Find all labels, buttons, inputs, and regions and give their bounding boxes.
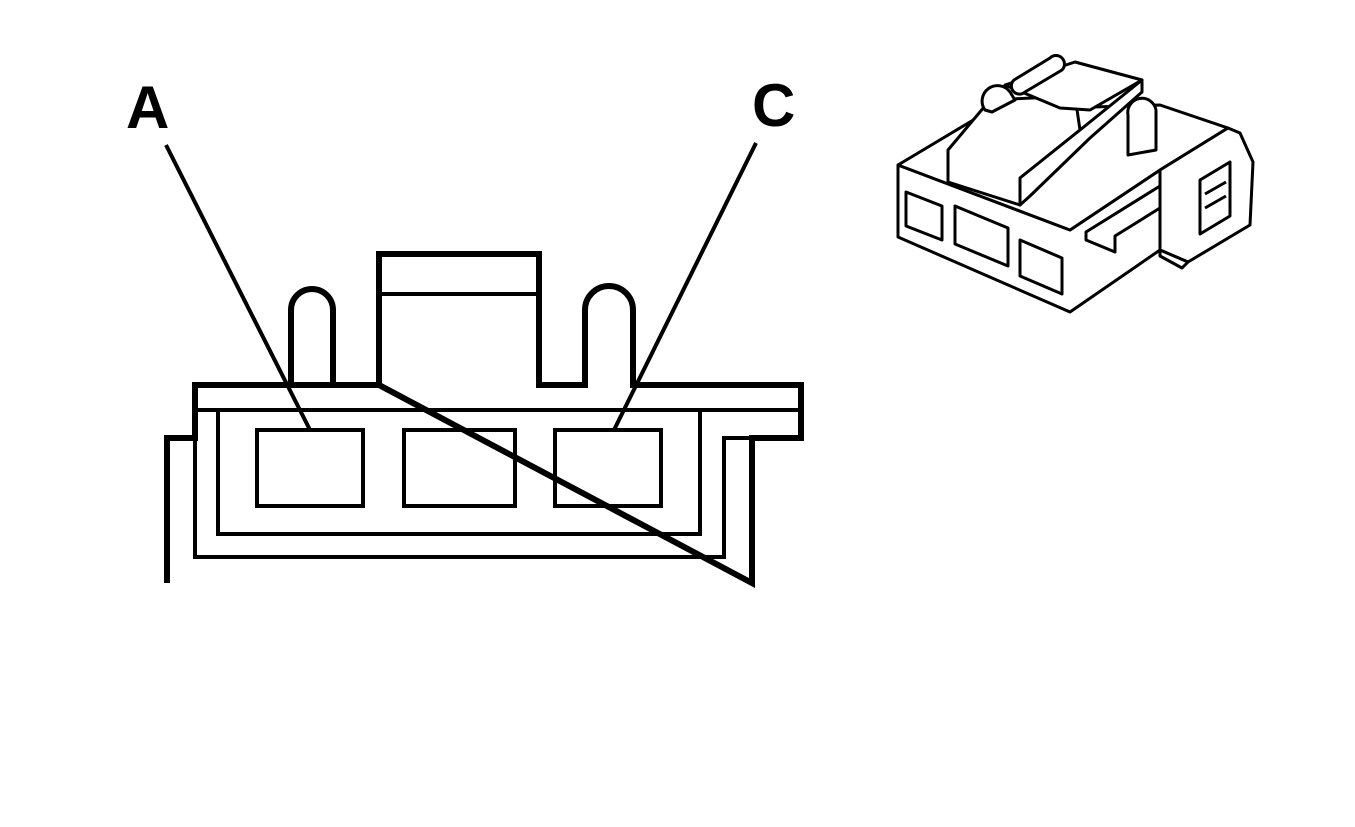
- cavity-a: [255, 428, 365, 508]
- cavity-b: [402, 428, 517, 508]
- iso-window-3: [1018, 238, 1064, 296]
- iso-window-2: [953, 204, 1010, 268]
- iso-front-ledge: [1084, 184, 1162, 254]
- pin-label-c: C: [752, 72, 795, 139]
- iso-latch-ridge: [1018, 78, 1144, 207]
- iso-post: [1126, 96, 1158, 157]
- cavity-c: [553, 428, 663, 508]
- iso-window-1: [904, 190, 944, 242]
- housing-outer-outline: [164, 251, 804, 588]
- iso-latch-cylinder: [1009, 54, 1066, 96]
- iso-slot-line-2: [1204, 194, 1227, 210]
- leader-line-c: [612, 142, 758, 431]
- leader-line-a: [164, 144, 312, 431]
- connector-face-view: A C: [126, 72, 804, 588]
- pin-label-a: A: [126, 74, 169, 141]
- connector-isometric-view: [896, 54, 1255, 314]
- cavity-frame: [216, 408, 702, 536]
- housing-inner-outline: [193, 436, 752, 559]
- iso-slot-line-1: [1204, 180, 1227, 196]
- iso-side-slot: [1198, 160, 1232, 236]
- iso-left-nub: [980, 84, 1017, 114]
- iso-skirt: [1158, 248, 1190, 270]
